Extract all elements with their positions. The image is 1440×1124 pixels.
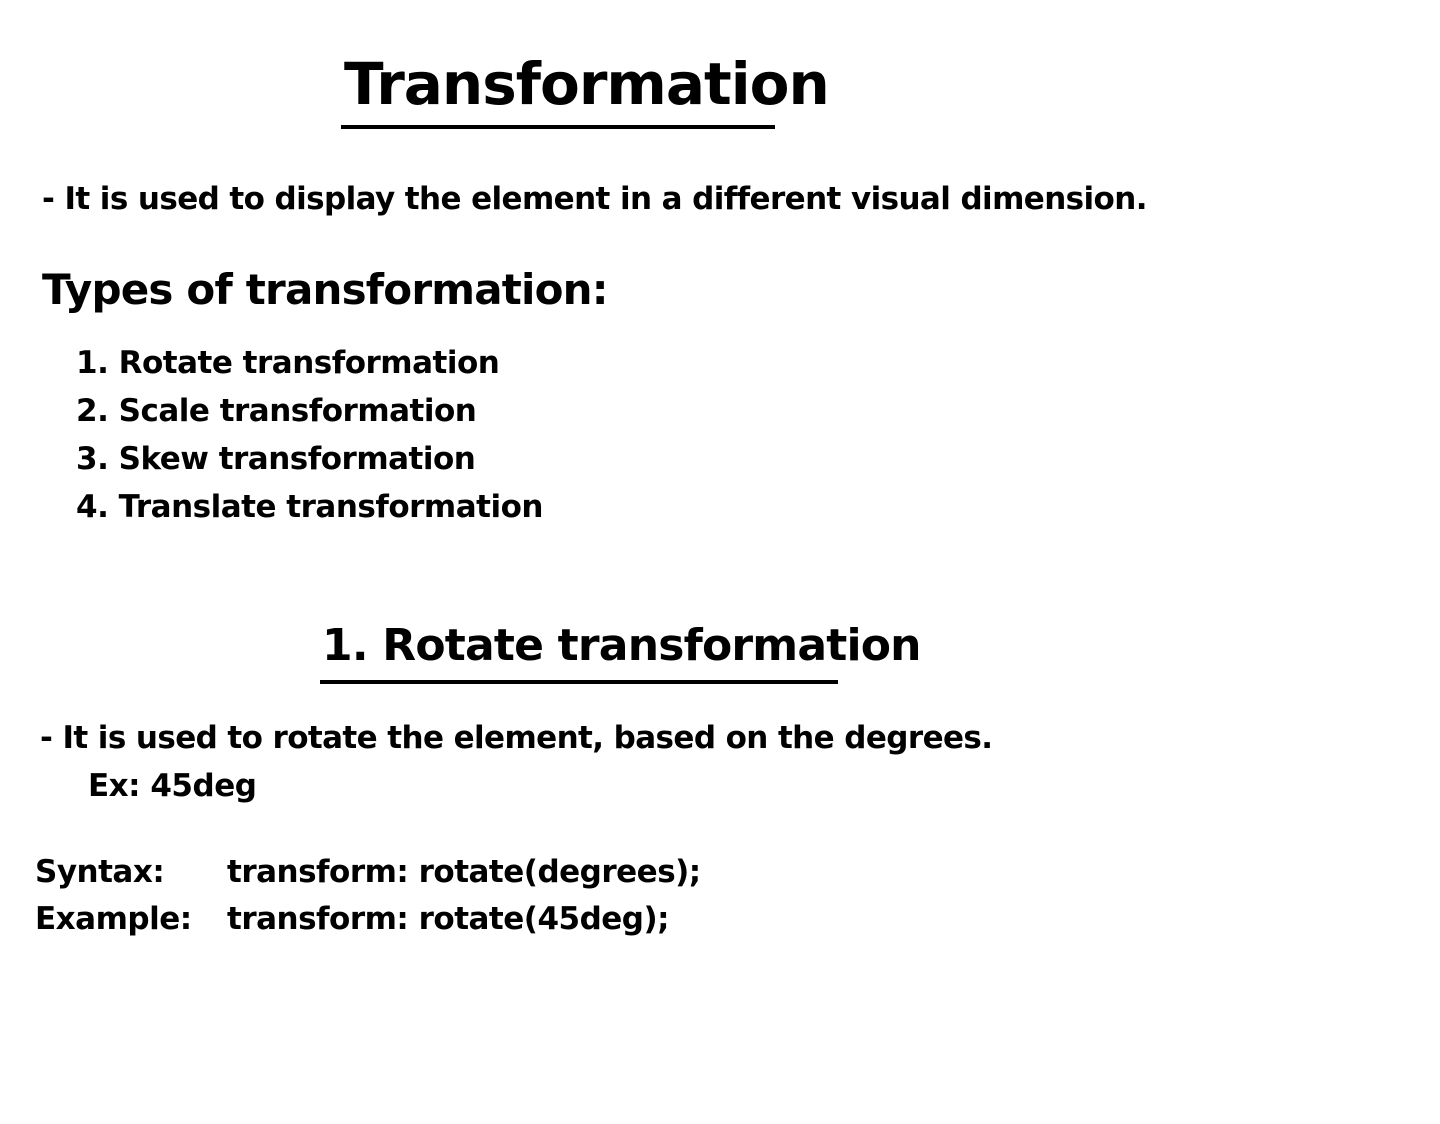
types-heading: Types of transformation: <box>42 265 609 314</box>
section-description: - It is used to rotate the element, base… <box>40 720 993 756</box>
syntax-value: transform: rotate(degrees); <box>227 854 701 890</box>
section-title-underline <box>320 680 838 684</box>
list-item: 1. Rotate transformation <box>76 345 500 381</box>
syntax-label: Syntax: <box>35 854 165 890</box>
example-value: transform: rotate(45deg); <box>227 901 670 937</box>
example-label: Example: <box>35 901 192 937</box>
intro-text: - It is used to display the element in a… <box>42 181 1147 217</box>
list-item: 3. Skew transformation <box>76 441 476 477</box>
example-note: Ex: 45deg <box>88 768 257 804</box>
types-list: 1. Rotate transformation 2. Scale transf… <box>76 339 543 531</box>
list-item: 2. Scale transformation <box>76 393 477 429</box>
title-underline <box>341 125 775 129</box>
page-title: Transformation <box>344 50 830 118</box>
list-item: 4. Translate transformation <box>76 489 543 525</box>
section-title: 1. Rotate transformation <box>322 620 922 671</box>
